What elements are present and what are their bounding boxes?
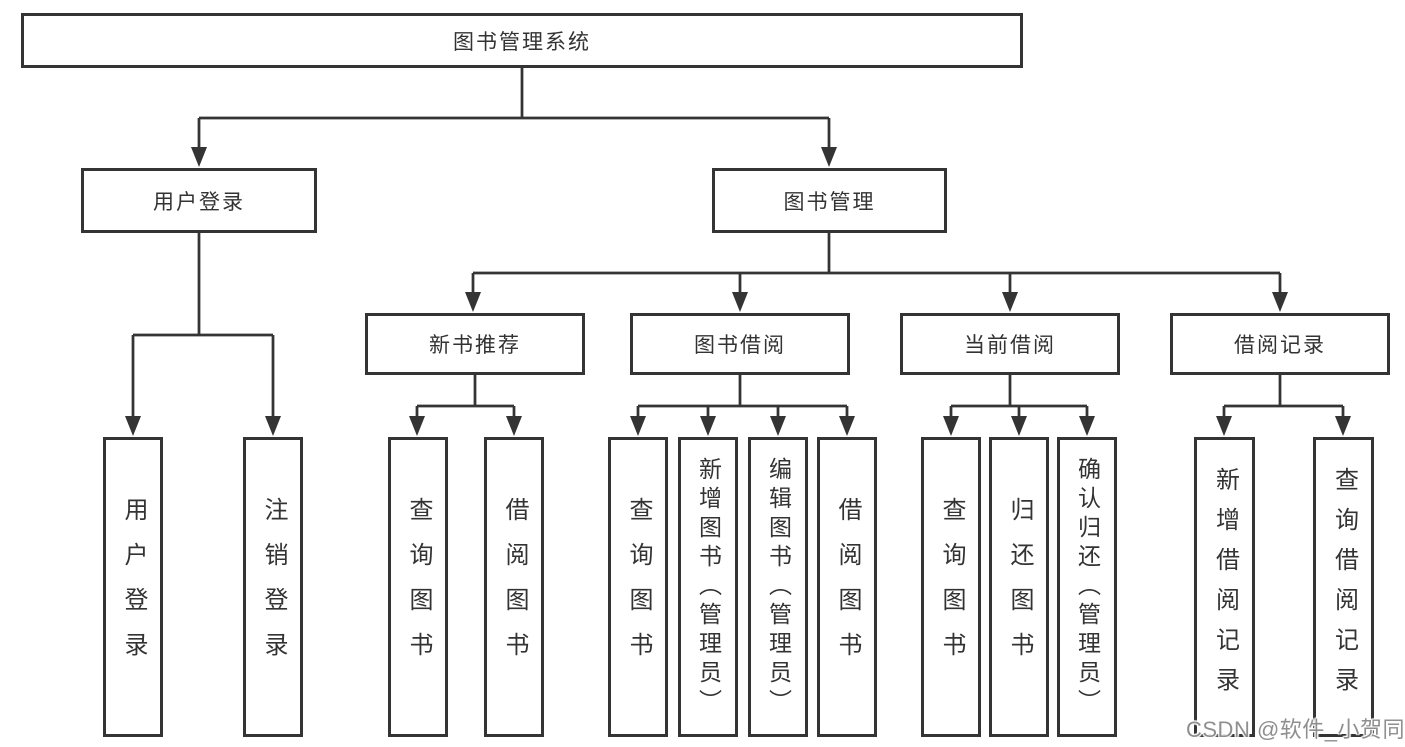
arrowheads (125, 147, 1351, 436)
leaf-cb-return-books: 归还图书 (989, 437, 1049, 737)
leaf-bb-borrow-books: 借阅图书 (817, 437, 877, 737)
node-book-management: 图书管理 (712, 168, 947, 233)
leaf-br-query-record: 查询借阅记录 (1313, 437, 1374, 737)
node-borrow-records: 借阅记录 (1170, 313, 1390, 375)
leaf-user-login: 用户登录 (103, 437, 163, 737)
leaf-cb-confirm-return-admin: 确认归还（管理员） (1057, 437, 1117, 737)
leaf-nbr-borrow-books: 借阅图书 (484, 437, 544, 737)
leaf-br-add-record: 新增借阅记录 (1194, 437, 1255, 737)
leaf-nbr-query-books: 查询图书 (388, 437, 448, 737)
leaf-bb-query-books: 查询图书 (608, 437, 668, 737)
leaf-bb-add-books-admin: 新增图书（管理员） (678, 437, 738, 737)
node-book-borrow: 图书借阅 (630, 313, 850, 375)
node-root: 图书管理系统 (21, 13, 1023, 68)
node-user-login: 用户登录 (81, 168, 317, 233)
node-new-book-recommend: 新书推荐 (365, 313, 585, 375)
csdn-watermark: CSDN @软件_小贺同学 (1186, 717, 1405, 742)
leaf-cb-query-books: 查询图书 (921, 437, 981, 737)
leaf-bb-edit-books-admin: 编辑图书（管理员） (748, 437, 808, 737)
node-current-borrow: 当前借阅 (900, 313, 1120, 375)
leaf-logout: 注销登录 (243, 437, 303, 737)
